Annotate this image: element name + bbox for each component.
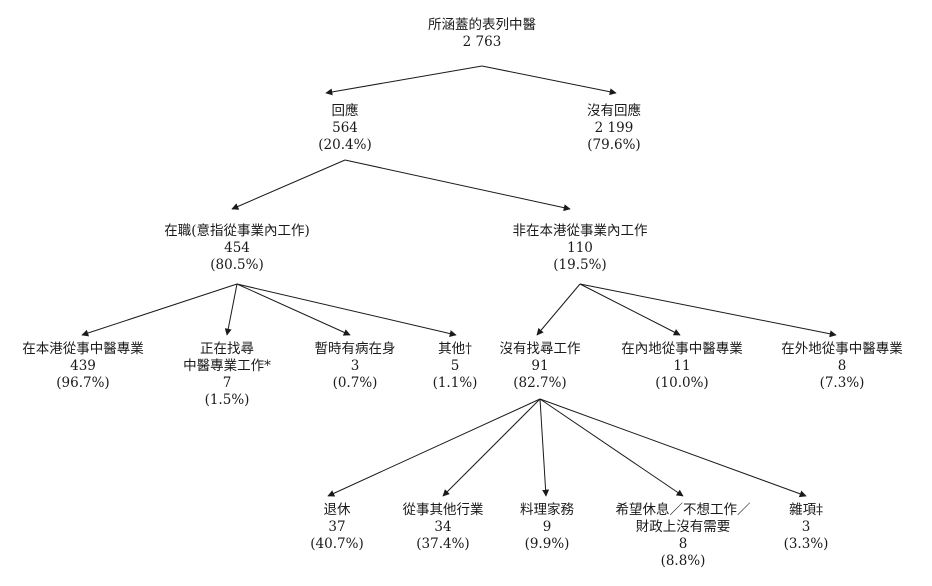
node-percent: (7.3%) [819, 375, 865, 391]
edge-root-responded [325, 65, 483, 96]
node-label: 其他† [438, 341, 472, 357]
node-label: 退休 [323, 502, 351, 518]
node-count: 34 [434, 519, 452, 535]
node-percent: (9.9%) [524, 536, 570, 552]
node-label: 暫時有病在身 [314, 341, 396, 357]
node-percent: (20.4%) [318, 137, 372, 153]
node-label: 從事其他行業 [402, 502, 484, 518]
edge-notseeking-rest [539, 398, 684, 497]
node-count: 2 199 [594, 120, 634, 136]
node-not-seeking: 沒有找尋工作 91 (82.7%) [500, 341, 581, 392]
node-count: 110 [567, 240, 593, 256]
node-label: 正在找尋 [200, 341, 254, 357]
node-percent: (3.3%) [783, 536, 829, 552]
node-percent: (79.6%) [587, 137, 641, 153]
edge-employed-seeking [224, 283, 238, 336]
edge-notemployed-notseeking [536, 283, 581, 336]
node-percent: (40.7%) [310, 536, 364, 552]
node-count: 8 [678, 536, 688, 552]
node-label: 雜項‡ [789, 502, 823, 518]
node-label-line2: 財政上沒有需要 [635, 519, 731, 535]
node-job-seeking: 正在找尋 中醫專業工作* 7 (1.5%) [183, 341, 271, 409]
node-count: 454 [224, 240, 250, 256]
node-label: 在外地從事中醫專業 [781, 341, 903, 357]
node-count: 3 [350, 358, 360, 374]
node-rest: 希望休息／不想工作／ 財政上沒有需要 8 (8.8%) [616, 502, 751, 570]
node-count: 439 [70, 358, 96, 374]
node-label: 料理家務 [520, 502, 574, 518]
node-percent: (10.0%) [655, 375, 709, 391]
node-percent: (82.7%) [513, 375, 567, 391]
node-label-line2: 中醫專業工作* [183, 358, 271, 374]
node-label: 希望休息／不想工作／ [615, 502, 751, 518]
node-retired: 退休 37 (40.7%) [310, 502, 363, 553]
node-count: 11 [673, 358, 691, 374]
node-label: 非在本港從事業內工作 [512, 223, 648, 239]
node-label: 回應 [331, 103, 359, 119]
node-label: 沒有回應 [587, 103, 641, 119]
edge-notemployed-overseas [579, 283, 837, 338]
node-count: 37 [328, 519, 346, 535]
node-label: 所涵蓋的表列中醫 [428, 17, 536, 33]
node-label: 在本港從事中醫專業 [22, 341, 144, 357]
edge-notseeking-misc [539, 398, 807, 498]
node-label: 沒有找尋工作 [499, 341, 581, 357]
node-percent: (19.5%) [553, 257, 607, 273]
node-not-employed: 非在本港從事業內工作 110 (19.5%) [513, 223, 648, 274]
node-label: 在內地從事中醫專業 [621, 341, 743, 357]
node-count: 91 [531, 358, 549, 374]
node-employed: 在職(意指從事業內工作) 454 (80.5%) [164, 223, 310, 274]
node-mainland: 在內地從事中醫專業 11 (10.0%) [621, 341, 743, 392]
node-no-response: 沒有回應 2 199 (79.6%) [587, 103, 641, 154]
node-count: 8 [837, 358, 847, 374]
node-overseas: 在外地從事中醫專業 8 (7.3%) [781, 341, 903, 392]
node-label: 在職(意指從事業內工作) [164, 223, 310, 239]
node-percent: (1.5%) [204, 392, 250, 408]
edge-responded-not-employed [344, 159, 571, 212]
node-others: 其他† 5 (1.1%) [433, 341, 478, 392]
node-percent: (37.4%) [416, 536, 470, 552]
node-root: 所涵蓋的表列中醫 2 763 [428, 17, 536, 51]
node-other-industry: 從事其他行業 34 (37.4%) [403, 502, 484, 553]
node-count: 3 [801, 519, 811, 535]
edge-root-no-response [481, 65, 617, 96]
edge-notseeking-otherind [442, 398, 541, 497]
node-sick: 暫時有病在身 3 (0.7%) [315, 341, 396, 392]
edge-notseeking-housework [539, 398, 550, 497]
node-percent: (8.8%) [660, 553, 706, 569]
node-percent: (96.7%) [56, 375, 110, 391]
node-responded: 回應 564 (20.4%) [318, 103, 371, 154]
node-count: 9 [542, 519, 552, 535]
edge-notseeking-retired [327, 398, 541, 497]
edge-responded-employed [231, 159, 346, 210]
edge-employed-sick [236, 283, 351, 336]
edge-employed-local [81, 283, 238, 337]
node-count: 564 [332, 120, 358, 136]
edge-employed-others [236, 283, 457, 337]
node-count: 7 [222, 375, 232, 391]
node-count: 2 763 [462, 34, 502, 50]
node-housework: 料理家務 9 (9.9%) [520, 502, 574, 553]
node-percent: (0.7%) [332, 375, 378, 391]
node-percent: (1.1%) [432, 375, 478, 391]
node-misc: 雜項‡ 3 (3.3%) [784, 502, 829, 553]
node-percent: (80.5%) [210, 257, 264, 273]
node-count: 5 [450, 358, 460, 374]
node-local-practice: 在本港從事中醫專業 439 (96.7%) [22, 341, 144, 392]
edge-notemployed-mainland [579, 283, 681, 336]
